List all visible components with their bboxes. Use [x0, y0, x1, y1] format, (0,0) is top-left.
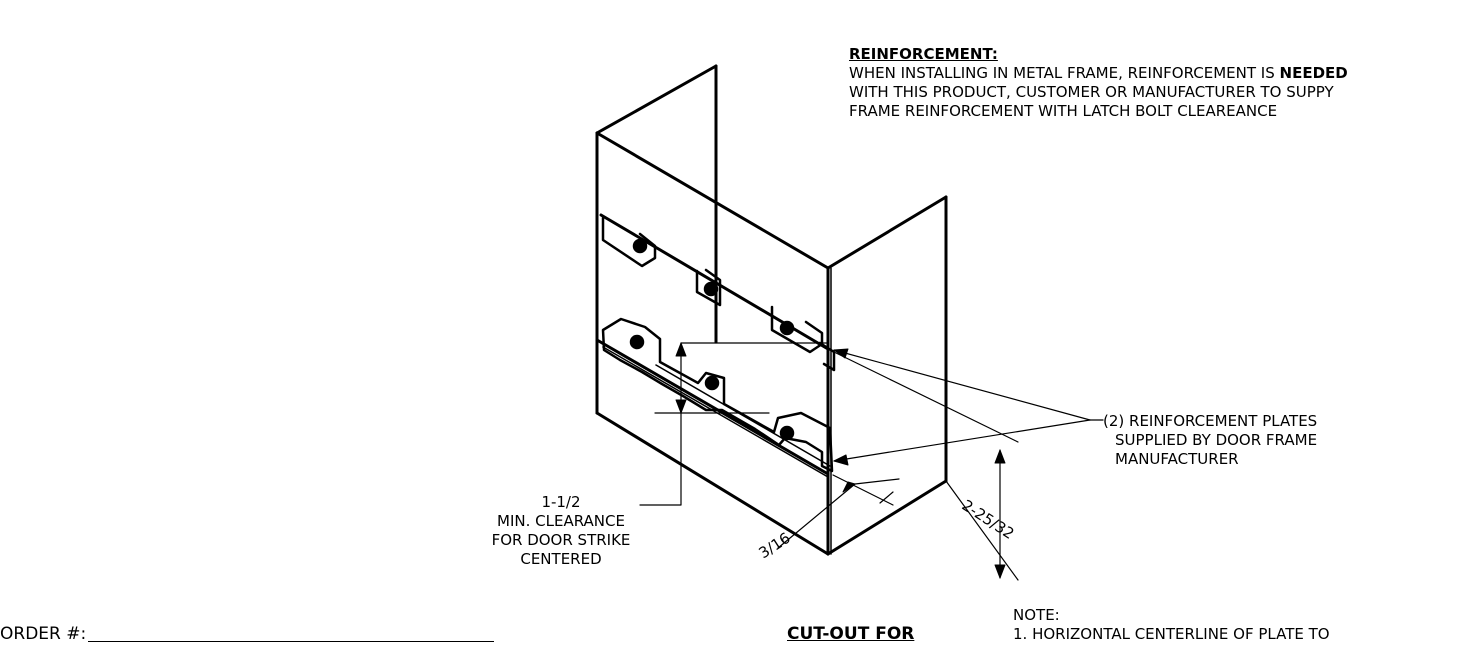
note-label: NOTE: — [1013, 606, 1060, 624]
plates-callout-line-3: MANUFACTURER — [1115, 450, 1239, 468]
clearance-line-3: FOR DOOR STRIKE — [491, 531, 631, 549]
arrowheads — [675, 342, 1006, 579]
plates-callout-line-2: SUPPLIED BY DOOR FRAME — [1115, 431, 1318, 449]
lower-band — [595, 338, 948, 556]
reinforcement-line-3: FRAME REINFORCEMENT WITH LATCH BOLT CLEA… — [849, 102, 1278, 120]
clearance-value: 1-1/2 — [541, 493, 581, 511]
reinforcement-heading: REINFORCEMENT: — [849, 45, 998, 63]
reinforcement-line-2: WITH THIS PRODUCT, CUSTOMER OR MANUFACTU… — [849, 83, 1334, 101]
clearance-line-2: MIN. CLEARANCE — [497, 512, 625, 530]
back-panel — [595, 64, 830, 556]
clearance-line-4: CENTERED — [520, 550, 602, 568]
reinforcement-line-1-text: WHEN INSTALLING IN METAL FRAME, REINFORC… — [849, 64, 1280, 82]
upper-plate — [601, 216, 836, 372]
lower-plate — [601, 317, 834, 473]
note-1: 1. HORIZONTAL CENTERLINE OF PLATE TO — [1013, 625, 1330, 643]
reinforcement-line-1: WHEN INSTALLING IN METAL FRAME, REINFORC… — [849, 65, 1348, 82]
reinforcement-emphasis: NEEDED — [1279, 64, 1348, 82]
dimension-lines — [639, 297, 1104, 581]
order-number-field[interactable] — [88, 641, 494, 642]
plates-callout-line-1: (2) REINFORCEMENT PLATES — [1103, 412, 1318, 430]
cutout-heading: CUT-OUT FOR — [787, 624, 915, 644]
order-number-label: ORDER #: — [0, 624, 87, 644]
